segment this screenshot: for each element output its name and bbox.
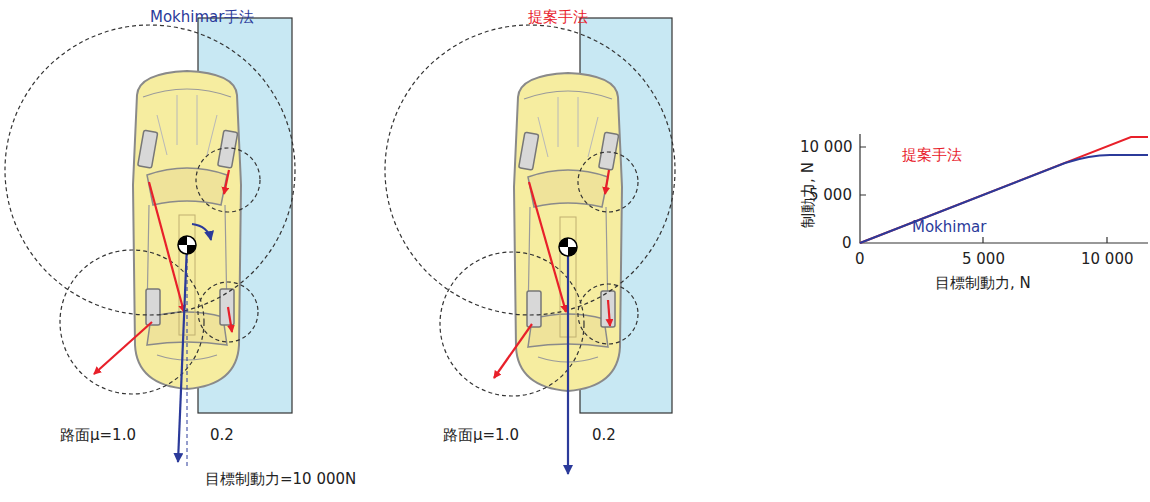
axis-title: 制動力, N — [799, 162, 817, 228]
friction-label: 路面μ=1.0 — [60, 426, 136, 444]
target-force-label: 目標制動力=10 000N — [205, 470, 356, 488]
mokhimar-vehicle — [5, 18, 295, 468]
friction-label: 0.2 — [210, 426, 234, 444]
axis-title: 目標制動力, N — [935, 274, 1031, 292]
tick-label: 10 000 — [800, 138, 853, 156]
method-title: Mokhimar手法 — [150, 8, 254, 26]
series-label: 提案手法 — [902, 146, 962, 164]
method-title: 提案手法 — [528, 8, 588, 26]
friction-label: 路面μ=1.0 — [443, 426, 519, 444]
tick-label: 0 — [842, 234, 852, 252]
tick-label: 10 000 — [1081, 250, 1134, 268]
friction-label: 0.2 — [592, 426, 616, 444]
tick-label: 5 000 — [962, 250, 1005, 268]
braking-force-chart — [860, 134, 1148, 243]
proposed-vehicle — [385, 18, 675, 474]
tick-label: 0 — [855, 250, 865, 268]
series-label: Mokhimar — [912, 218, 986, 236]
